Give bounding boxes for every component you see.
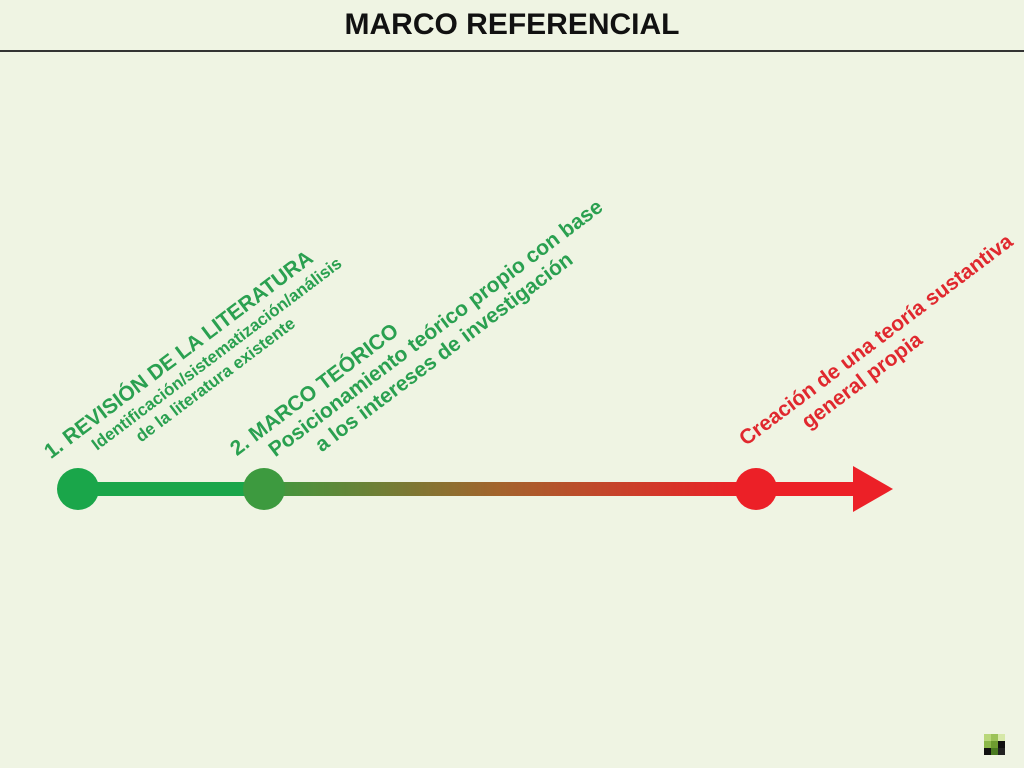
timeline-segment-gradient	[262, 482, 756, 496]
page-title: MARCO REFERENCIAL	[344, 8, 680, 41]
logo-icon	[984, 734, 1005, 755]
stage-marker-1	[57, 468, 99, 510]
timeline-arrowhead	[853, 466, 893, 512]
timeline-segment-red	[755, 482, 855, 496]
title-divider	[0, 50, 1024, 52]
stage-marker-2	[243, 468, 285, 510]
stage-marker-3	[735, 468, 777, 510]
timeline-segment-green	[77, 482, 263, 496]
